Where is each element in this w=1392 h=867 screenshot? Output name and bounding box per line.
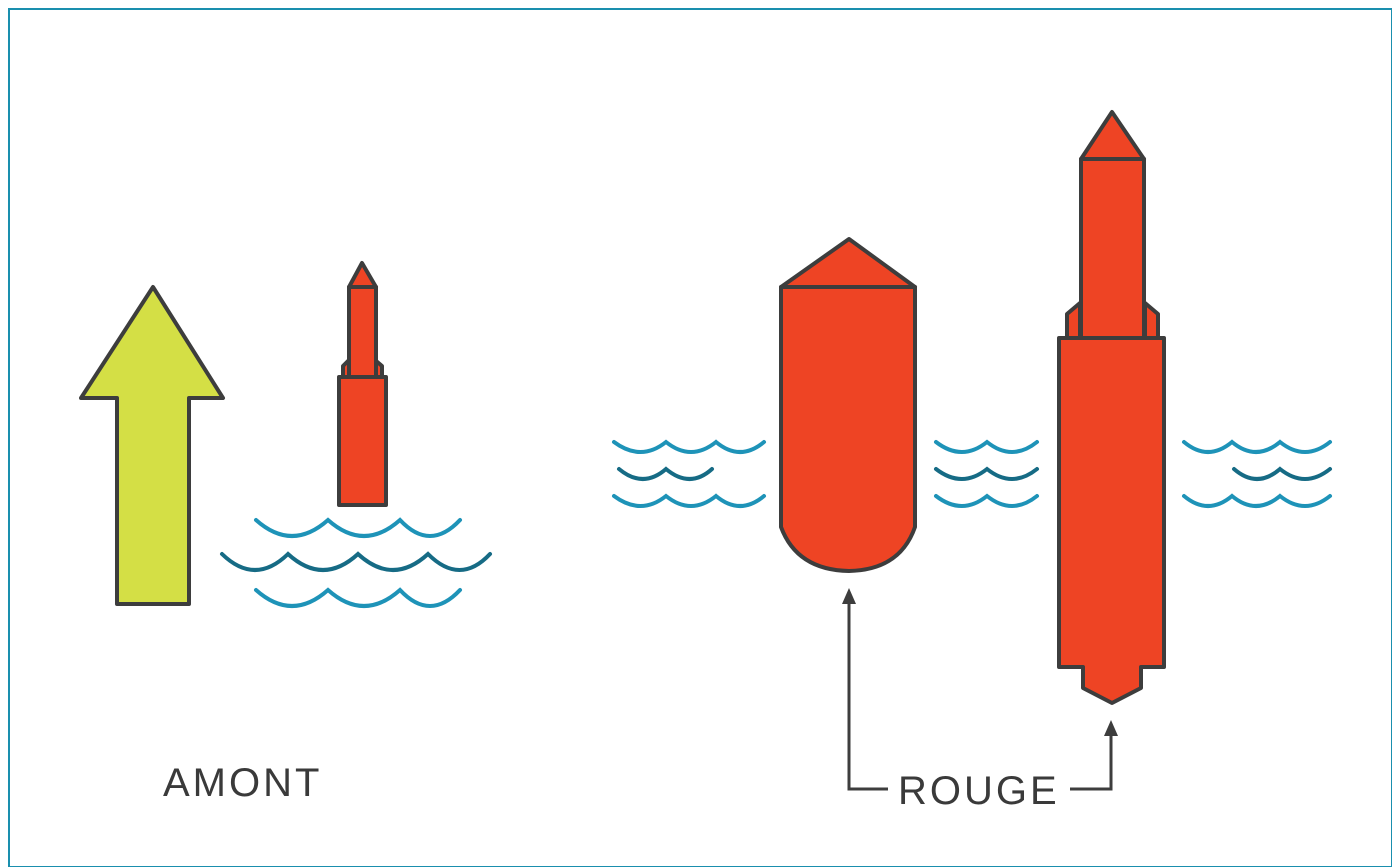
tall-spar-buoy-icon bbox=[1057, 110, 1166, 705]
pointer-to-can-buoy bbox=[847, 600, 888, 791]
upstream-label: AMONT bbox=[163, 761, 323, 805]
arrowhead-up-icon bbox=[1104, 720, 1118, 736]
arrow-up-icon bbox=[79, 285, 225, 606]
waves-icon-right bbox=[1182, 439, 1332, 508]
waves-icon-small-buoy bbox=[220, 517, 492, 608]
frame-border bbox=[8, 8, 1392, 867]
pointer-to-tall-buoy bbox=[1070, 732, 1113, 791]
red-label: ROUGE bbox=[898, 769, 1060, 813]
arrowhead-up-icon bbox=[842, 588, 856, 604]
can-buoy-icon bbox=[779, 237, 917, 573]
waves-icon-left bbox=[612, 439, 766, 508]
small-spar-buoy-icon bbox=[337, 261, 388, 507]
waves-icon-middle bbox=[934, 439, 1039, 508]
rouge-pointer-lines bbox=[847, 600, 1113, 791]
